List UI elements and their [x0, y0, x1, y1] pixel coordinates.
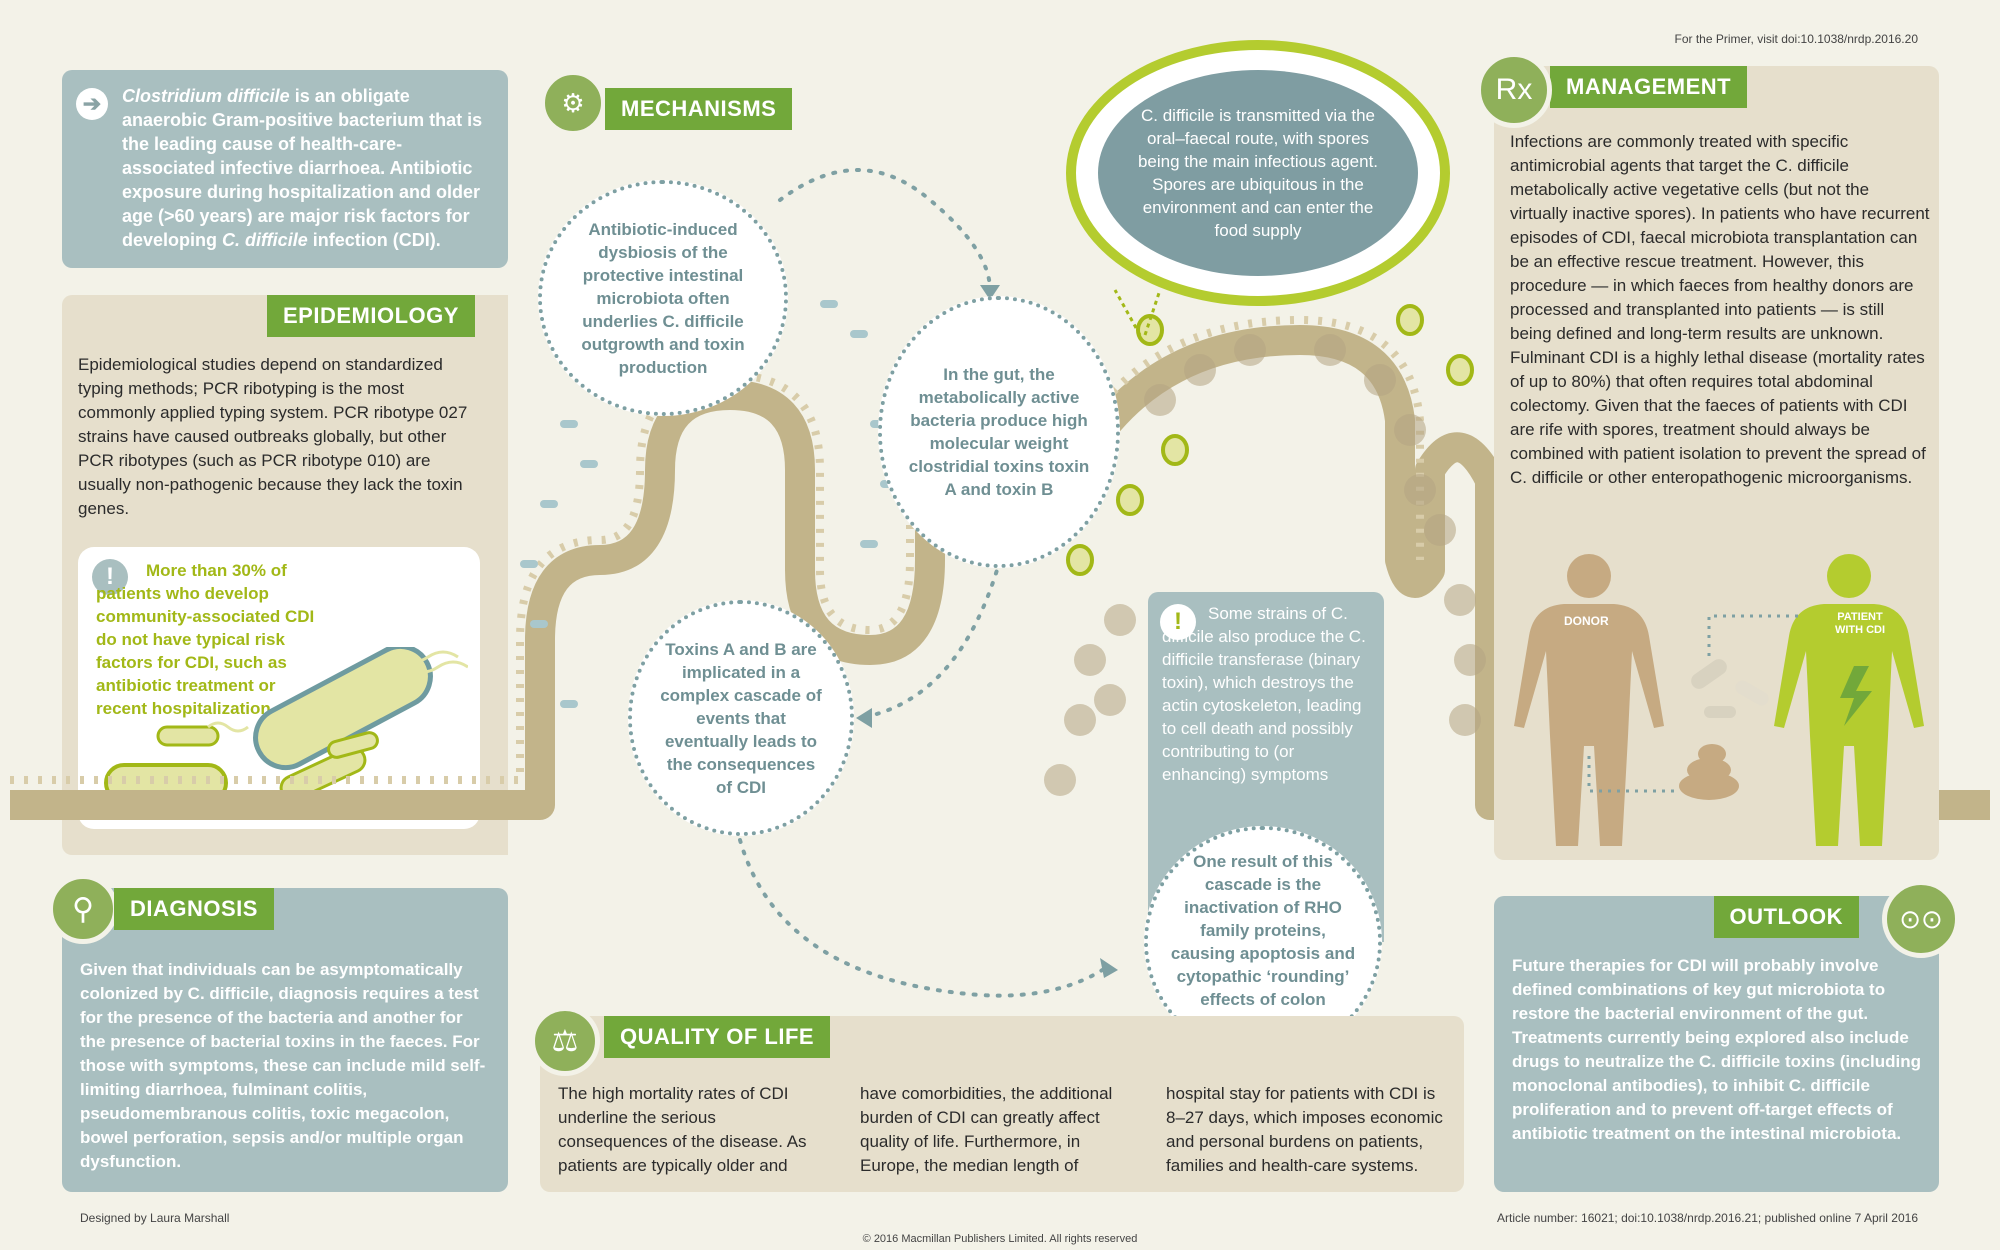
- transmission-ellipse: C. difficile is transmitted via the oral…: [1066, 40, 1450, 306]
- diagnosis-text: Given that individuals can be asymptomat…: [80, 960, 486, 1171]
- arrowhead-1: [980, 285, 1000, 300]
- designer-credit: Designed by Laura Marshall: [80, 1211, 230, 1225]
- bacterium-4: [327, 731, 379, 759]
- donor-figure: [1514, 554, 1664, 846]
- strains-text: Some strains of C. difficile also produc…: [1162, 604, 1366, 784]
- transplant-illustration: [1514, 554, 1924, 846]
- primer-link[interactable]: For the Primer, visit doi:10.1038/nrdp.2…: [1674, 32, 1918, 46]
- arrow-bubble2-to-bubble3: [858, 558, 1002, 720]
- epidemiology-title: EPIDEMIOLOGY: [267, 295, 475, 337]
- quality-col3: hospital stay for patients with CDI is 8…: [1166, 1084, 1443, 1175]
- patient-label: PATIENT WITH CDI: [1834, 611, 1886, 636]
- bacterium-large: [253, 647, 433, 771]
- gears-icon: ⚙: [540, 70, 606, 136]
- quality-panel: QUALITY OF LIFE The high mortality rates…: [540, 1016, 1464, 1192]
- quality-col1: The high mortality rates of CDI underlin…: [558, 1084, 807, 1175]
- management-title: MANAGEMENT: [1550, 66, 1748, 108]
- transmission-pointer: [1113, 289, 1162, 336]
- management-panel: MANAGEMENT Rx Infections are commonly tr…: [1476, 52, 1939, 860]
- lightning-icon: [1840, 666, 1872, 726]
- pills-icon: [1691, 659, 1769, 718]
- patient-figure: [1774, 554, 1924, 846]
- rx-icon: Rx: [1476, 52, 1552, 128]
- intro-box: ➔ Clostridium difficile is an obligate a…: [62, 70, 508, 268]
- callout-text: More than 30% of patients who develop co…: [96, 561, 315, 718]
- transmission-text: C. difficile is transmitted via the oral…: [1098, 70, 1418, 276]
- bubble-toxin-cascade: Toxins A and B are implicated in a compl…: [628, 600, 854, 836]
- arrow-bubble1-to-bubble2: [778, 168, 992, 292]
- epidemiology-text: Epidemiological studies depend on standa…: [78, 355, 468, 518]
- arrow-donor-to-stool: [1587, 756, 1674, 793]
- bubble-toxins-production: In the gut, the metabolically active bac…: [878, 296, 1120, 568]
- flagella: [207, 650, 468, 733]
- bacterium-3: [156, 725, 220, 747]
- article-info[interactable]: Article number: 16021; doi:10.1038/nrdp.…: [1497, 1211, 1918, 1225]
- binoculars-icon: ⊙⊙: [1882, 880, 1960, 958]
- outlook-text: Future therapies for CDI will probably i…: [1512, 956, 1921, 1143]
- copyright: © 2016 Macmillan Publishers Limited. All…: [862, 1233, 1138, 1245]
- outlook-title: OUTLOOK: [1713, 896, 1859, 938]
- intestinal-wall: [10, 325, 1990, 820]
- quality-col2: have comorbidities, the additional burde…: [860, 1084, 1113, 1175]
- stool-icon: [1679, 744, 1739, 800]
- scales-icon: ⚖: [530, 1006, 600, 1076]
- cell-layer: [1044, 334, 1486, 796]
- intro-text: Clostridium difficile is an obligate ana…: [122, 86, 483, 250]
- arrow-bubble3-to-result: [738, 838, 1112, 998]
- arrowhead-2: [856, 708, 872, 728]
- epidemiology-callout: ! More than 30% of patients who develop …: [78, 547, 480, 829]
- epidemiology-panel: EPIDEMIOLOGY Epidemiological studies dep…: [62, 295, 508, 855]
- outlook-panel: OUTLOOK Future therapies for CDI will pr…: [1494, 896, 1939, 1192]
- magnifier-icon: ⚲: [48, 874, 118, 944]
- exclamation-icon: !: [92, 559, 128, 595]
- arrow-icon: ➔: [76, 88, 108, 120]
- diagnosis-panel: ⚲ DIAGNOSIS Given that individuals can b…: [48, 874, 508, 1192]
- spores: [1066, 304, 1474, 576]
- bubble-dysbiosis: Antibiotic-induced dysbiosis of the prot…: [538, 180, 788, 416]
- exclamation-icon-strains: !: [1160, 604, 1196, 640]
- arrowhead-3: [1100, 958, 1118, 978]
- bacteria-lumen: [520, 300, 898, 708]
- mechanisms-title: MECHANISMS: [605, 88, 793, 130]
- quality-title: QUALITY OF LIFE: [604, 1016, 831, 1058]
- management-text: Infections are commonly treated with spe…: [1510, 132, 1930, 487]
- donor-label: DONOR: [1564, 614, 1609, 628]
- diagnosis-title: DIAGNOSIS: [114, 888, 274, 930]
